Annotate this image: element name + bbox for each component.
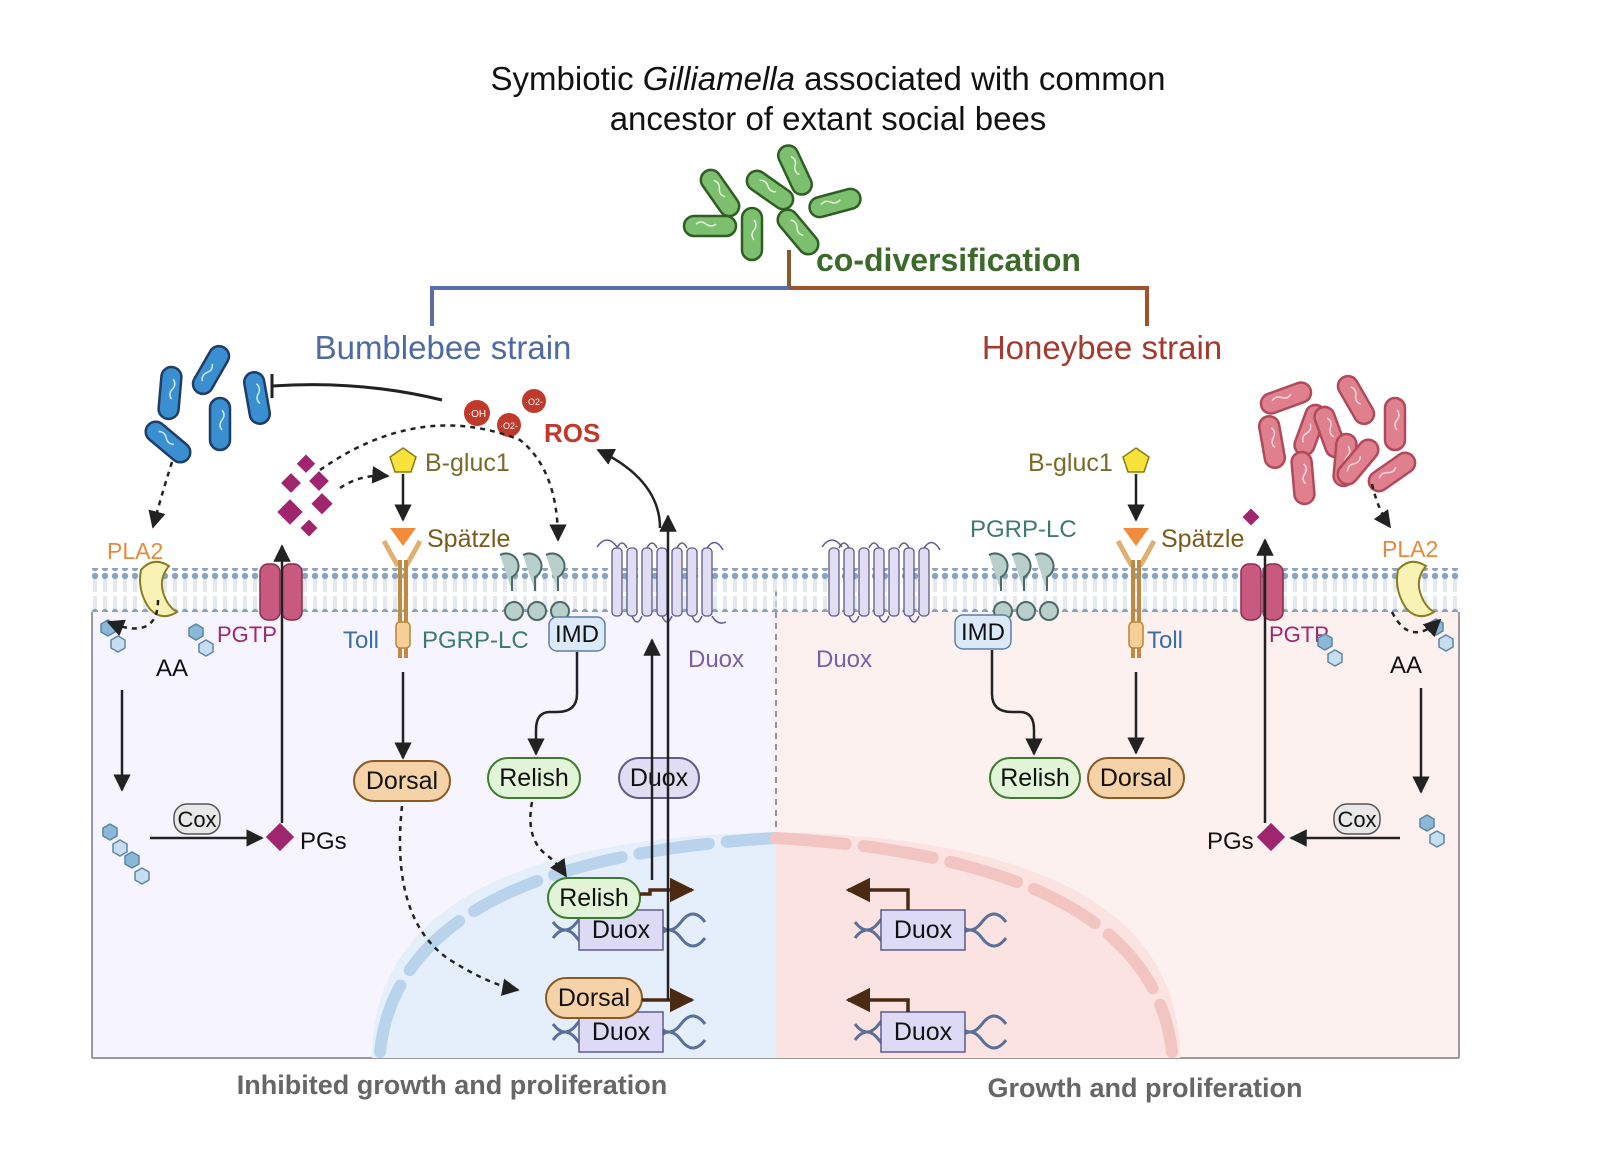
dorsal-nuclear-label: Dorsal xyxy=(558,984,630,1012)
title-line-1: Symbiotic Gilliamella associated with co… xyxy=(491,60,1166,97)
pgtp-transporter-left xyxy=(259,563,303,621)
prostaglandin-cluster xyxy=(277,454,333,537)
honeybee-strain-label: Honeybee strain xyxy=(982,329,1222,366)
dorsal-nuclear-pill xyxy=(545,977,643,1019)
pgs-marker-right xyxy=(1256,822,1286,852)
bgluc1-ligand-left xyxy=(389,447,417,473)
cox-label-right: Cox xyxy=(1337,807,1376,832)
ros-molecules: ·OH ·O2- ·O2- xyxy=(464,389,546,437)
prostaglandin-single xyxy=(1242,508,1260,526)
outcome-bumblebee: Inhibited growth and proliferation xyxy=(237,1070,667,1100)
transcription-arrows xyxy=(640,877,910,1013)
toll-label-left: Toll xyxy=(343,627,379,654)
duox-pill-left xyxy=(618,757,700,799)
signaling-arrows-solid xyxy=(113,448,1430,1000)
pla2-enzyme-left xyxy=(139,560,179,618)
bumblebee-strain-bacteria xyxy=(140,341,273,468)
pgtp-transporter-right xyxy=(1240,563,1284,621)
duox-gene-label-left-1: Duox xyxy=(592,916,651,944)
bgluc1-label-right: B-gluc1 xyxy=(1028,449,1113,477)
relish-label-right: Relish xyxy=(1000,764,1069,792)
bgluc1-label-left: B-gluc1 xyxy=(425,449,510,477)
bgluc1-ligand-right xyxy=(1122,447,1150,473)
ros-inhibition-line xyxy=(271,383,443,402)
duox-gene-right-1 xyxy=(880,909,966,951)
dorsal-label-right: Dorsal xyxy=(1100,764,1172,792)
duox-label-membrane-right: Duox xyxy=(816,646,872,673)
relish-nuclear-pill xyxy=(547,877,641,919)
toll-receptor-right xyxy=(1115,528,1157,658)
spatzle-ligand-left xyxy=(390,528,416,546)
bumblebee-strain-label: Bumblebee strain xyxy=(315,329,572,366)
duox-transmembrane-right xyxy=(821,539,941,623)
aa-label-left: AA xyxy=(156,655,188,682)
relish-pill-left xyxy=(487,757,581,799)
ros-superoxide-label-2: ·O2- xyxy=(525,397,543,407)
imd-label-left: IMD xyxy=(555,621,599,648)
pgrp-lc-label-left: PGRP-LC xyxy=(422,627,529,654)
dorsal-pill-left xyxy=(353,760,451,802)
outcome-honeybee: Growth and proliferation xyxy=(988,1073,1303,1103)
aa-label-right: AA xyxy=(1390,652,1422,679)
pgs-label-left: PGs xyxy=(300,828,347,855)
codiversification-label: co-diversification xyxy=(816,242,1081,278)
pgs-marker-left xyxy=(265,822,295,852)
dorsal-pill-right xyxy=(1087,757,1185,799)
pla2-label-right: PLA2 xyxy=(1382,536,1438,562)
signaling-arrows-dashed xyxy=(106,424,1442,996)
duox-gene-right-2 xyxy=(880,1011,966,1053)
pla2-label-left: PLA2 xyxy=(107,538,163,564)
honeybee-strain-bacteria xyxy=(1256,371,1421,507)
duox-label-membrane-left: Duox xyxy=(688,646,744,673)
relish-nuclear-label: Relish xyxy=(559,884,628,912)
pla2-enzyme-right xyxy=(1396,560,1436,618)
toll-receptor-left xyxy=(381,528,423,658)
cox-label-left: Cox xyxy=(177,807,216,832)
spatzle-label-left: Spätzle xyxy=(427,525,510,553)
toll-label-right: Toll xyxy=(1147,627,1183,654)
pgrp-lc-label-right: PGRP-LC xyxy=(970,516,1077,543)
cell-membrane xyxy=(92,568,1459,612)
spatzle-label-right: Spätzle xyxy=(1161,525,1244,553)
duox-gene-label-right-2: Duox xyxy=(894,1018,953,1046)
spatzle-ligand-right xyxy=(1123,528,1149,546)
imd-box-right xyxy=(954,614,1012,650)
pgs-label-right: PGs xyxy=(1207,828,1254,855)
ros-hydroxyl-label: ·OH xyxy=(468,409,486,420)
relish-pill-right xyxy=(989,757,1081,799)
pgtp-label-left: PGTP xyxy=(217,622,277,647)
codiversification-tree xyxy=(430,250,1149,326)
ros-label: ROS xyxy=(544,418,600,448)
cox-enzyme-right xyxy=(1333,803,1381,835)
duox-label-cytoplasm-left: Duox xyxy=(630,764,689,792)
imd-label-right: IMD xyxy=(961,619,1005,646)
relish-label-left: Relish xyxy=(499,764,568,792)
duox-gene-label-left-2: Duox xyxy=(592,1018,651,1046)
imd-box-left xyxy=(548,616,606,652)
cox-enzyme-left xyxy=(173,803,221,835)
title-line-2: ancestor of extant social bees xyxy=(610,100,1047,137)
dorsal-label-left: Dorsal xyxy=(366,767,438,795)
ros-superoxide-label-1: ·O2- xyxy=(500,421,518,431)
duox-gene-label-right-1: Duox xyxy=(894,916,953,944)
duox-transmembrane-left xyxy=(596,539,727,624)
